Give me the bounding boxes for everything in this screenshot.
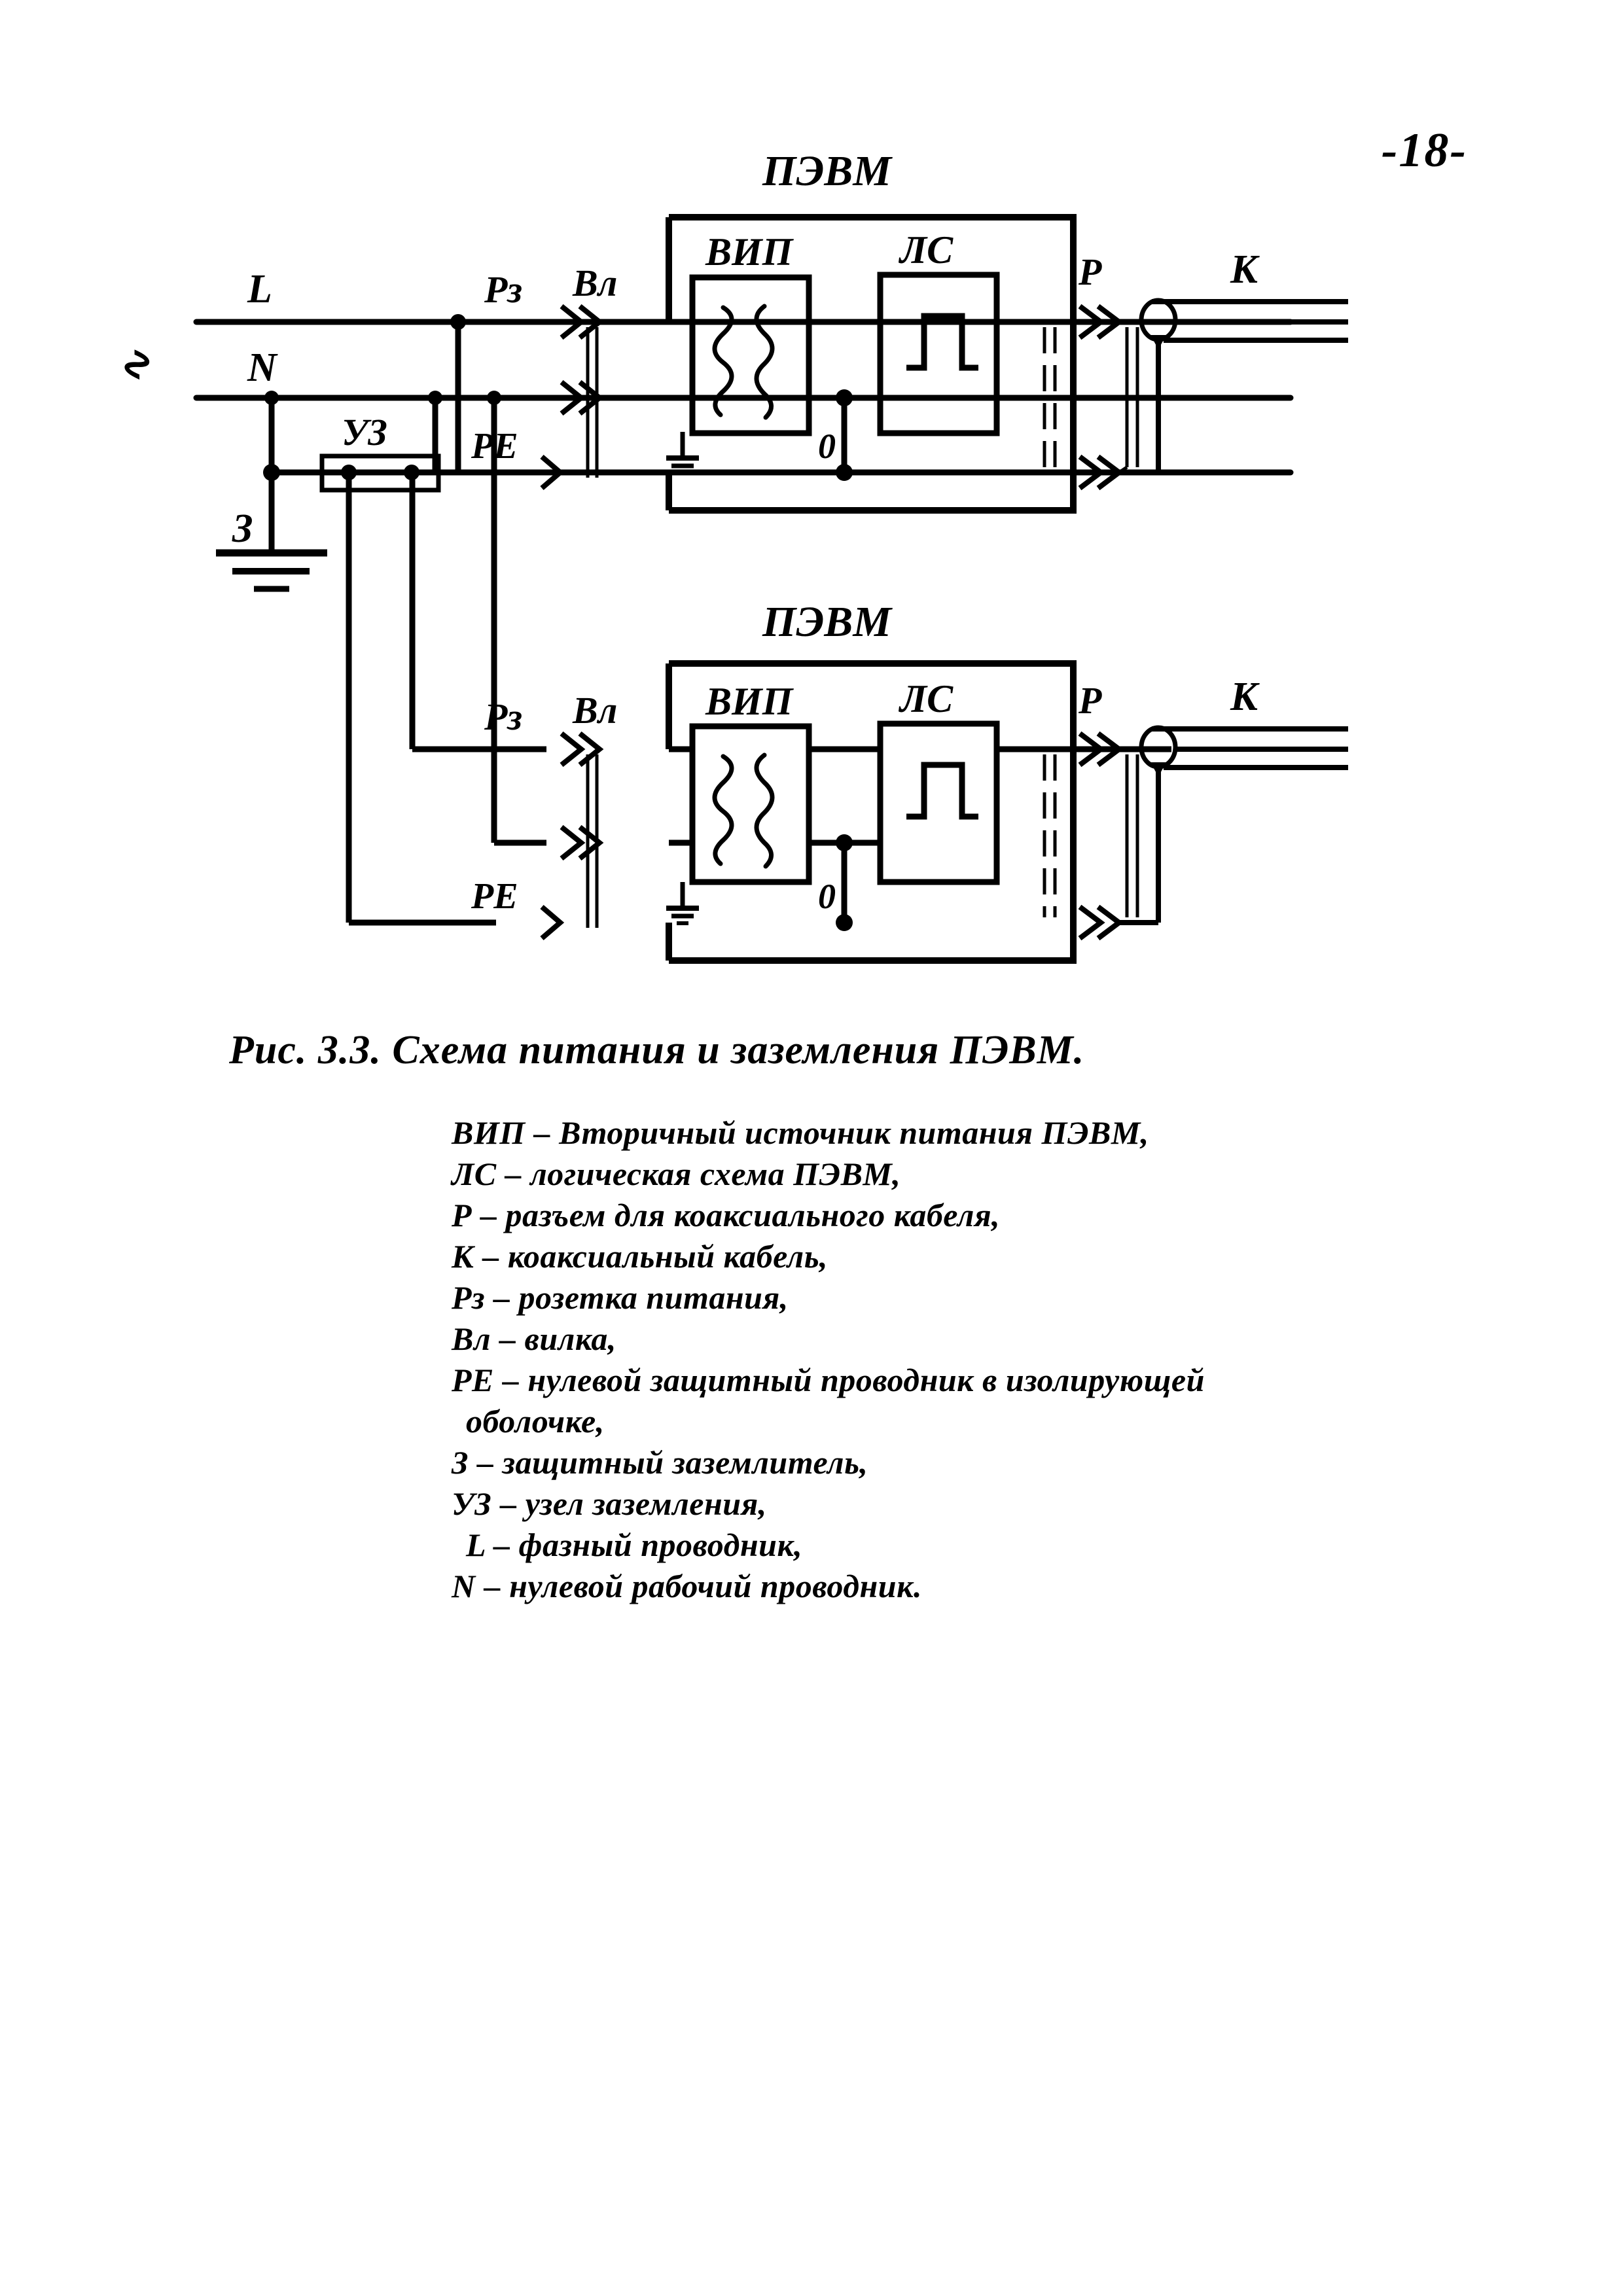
unit2-pulse-waveform — [906, 762, 978, 820]
legend-item: PE – нулевой защитный проводник в изолир… — [452, 1362, 1205, 1398]
legend-item: К – коаксиальный кабель, — [452, 1238, 829, 1275]
legend-item: ЛС – логическая схема ПЭВМ, — [452, 1156, 901, 1192]
unit2-transformer-coil-secondary — [754, 752, 775, 869]
junction-dot-N-unit2 — [487, 391, 501, 405]
unit2-zero-junction-top — [836, 834, 853, 851]
unit1-psu-label: ВИП — [705, 230, 794, 274]
unit2-cable-label: К — [1230, 675, 1260, 719]
legend-item: Вл – вилка, — [452, 1320, 616, 1357]
unit1-zero-junction-bottom — [836, 464, 853, 481]
unit2-psu-label: ВИП — [705, 680, 794, 723]
junction-dot-L-unit1 — [450, 314, 466, 330]
unit2-pe-label: PE — [471, 876, 518, 917]
unit1-pe-label: PE — [471, 426, 518, 467]
unit2-coax-shield-arrow — [1150, 762, 1166, 777]
unit1-logic-box — [877, 272, 1000, 436]
unit1-psu-box — [689, 274, 812, 436]
legend-item: Рз – розетка питания, — [452, 1279, 789, 1316]
junction-dot-N-node — [428, 391, 442, 405]
unit2-socket-symbol-N — [560, 824, 604, 861]
unit2-pe-connector-symbol — [540, 904, 565, 941]
unit1-cable-label: К — [1230, 247, 1260, 292]
unit1-logic-label: ЛС — [898, 228, 954, 272]
label-protective-earth: З — [232, 506, 253, 551]
unit2-logic-box — [877, 720, 1000, 885]
unit1-pe-connector-symbol — [540, 454, 565, 491]
unit2-logic-label: ЛС — [898, 677, 954, 720]
label-line-L: L — [247, 267, 272, 311]
unit2-title: ПЭВМ — [762, 598, 893, 646]
unit2-connector-label: Р — [1078, 679, 1102, 722]
unit2-coax-connector-top — [1078, 731, 1124, 768]
unit1-coax-shield-arrow — [1150, 335, 1166, 349]
unit2-coax-connector-bottom — [1078, 904, 1124, 941]
legend-item: L – фазный проводник, — [466, 1527, 803, 1563]
unit1-transformer-coil-primary — [712, 305, 734, 417]
legend-item: оболочке, — [466, 1403, 605, 1439]
legend-item: З – защитный заземлитель, — [452, 1444, 868, 1481]
figure-caption: Рис. 3.3. Схема питания и заземления ПЭВ… — [229, 1028, 1085, 1072]
junction-dot-N-left — [264, 391, 279, 405]
page-number: -18- — [1381, 124, 1467, 177]
label-line-N: N — [247, 345, 278, 390]
legend-item: ВИП – Вторичный источник питания ПЭВМ, — [452, 1114, 1149, 1151]
unit1-zero-junction-top — [836, 389, 853, 406]
unit1-transformer-coil-secondary — [754, 304, 775, 420]
unit2-plug-label: Вл — [572, 689, 617, 732]
unit1-connector-label: Р — [1078, 251, 1102, 293]
legend-item: Р – разъем для коаксиального кабеля, — [452, 1197, 1001, 1233]
grounding-node-block — [319, 453, 441, 493]
unit2-zero-label: 0 — [818, 877, 836, 916]
unit1-plug-label: Вл — [572, 262, 617, 304]
unit2-socket-label: Рз — [484, 696, 522, 738]
legend-item: N – нулевой рабочий проводник. — [452, 1568, 922, 1604]
unit1-pulse-waveform — [906, 313, 978, 371]
pevm-unit-2: ПЭВМ ВИП ЛС 0 — [471, 598, 1348, 964]
label-grounding-node: УЗ — [342, 411, 387, 453]
unit1-socket-label: Рз — [484, 268, 522, 311]
unit2-zero-junction-bottom — [836, 914, 853, 931]
ac-supply-symbol: ∿ — [113, 349, 160, 386]
unit2-psu-box — [689, 723, 812, 885]
pevm-unit-1: ПЭВМ ВИП ЛС — [471, 147, 1348, 514]
unit1-zero-label: 0 — [818, 427, 836, 466]
unit2-socket-symbol — [560, 731, 604, 768]
unit1-title: ПЭВМ — [762, 147, 893, 195]
unit1-coax-connector-top — [1078, 304, 1124, 340]
schematic-diagram: ∿ L N З УЗ — [113, 147, 1348, 964]
unit2-transformer-coil-primary — [712, 754, 734, 866]
legend-item: УЗ – узел заземления, — [452, 1485, 767, 1522]
legend-block: ВИП – Вторичный источник питания ПЭВМ, Л… — [452, 1112, 1564, 1607]
